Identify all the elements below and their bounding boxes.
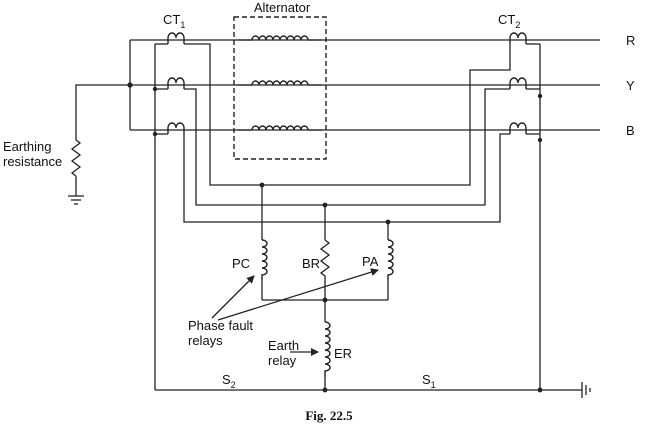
pa-relay-coil (387, 239, 394, 280)
ct2-r-icon (509, 32, 527, 44)
phase-fault-arrow-pa (217, 268, 379, 321)
earth-icon-left (68, 195, 84, 205)
ct1-r-icon (167, 32, 185, 44)
br-label: BR (302, 256, 320, 271)
phase-fault-label-2: relays (188, 333, 223, 348)
alternator-box (233, 16, 327, 160)
earthing-label-1: Earthing (3, 139, 51, 154)
pc-relay-coil (261, 239, 268, 280)
ct1-y-icon (167, 77, 185, 89)
ct1-label: CT1 (163, 12, 185, 30)
s1-label: S1 (422, 372, 436, 390)
s2-label: S2 (222, 372, 236, 390)
br-resistor (319, 239, 331, 280)
earthing-resistor (70, 84, 130, 196)
er-label: ER (334, 346, 352, 361)
ct2-b-icon (509, 122, 527, 134)
relay-wiring (155, 182, 582, 393)
earth-relay-label-1: Earth (268, 338, 299, 353)
ct2-label: CT2 (498, 12, 520, 30)
pc-label: PC (232, 256, 250, 271)
phase-lines (129, 39, 600, 131)
pa-label: PA (362, 254, 379, 269)
earth-icon-right (581, 382, 591, 398)
phase-fault-label-1: Phase fault (188, 318, 253, 333)
phase-label-y: Y (626, 78, 635, 93)
phase-fault-arrow-pc (211, 275, 255, 319)
phase-label-r: R (626, 33, 635, 48)
ct2-secondary-wiring (526, 43, 543, 390)
ct1-secondary-wiring (152, 43, 511, 390)
er-relay-coil (324, 321, 331, 378)
ct1-b-icon (167, 122, 185, 134)
earthing-label-2: resistance (3, 154, 62, 169)
alternator-label: Alternator (254, 0, 311, 15)
ct2-y-icon (509, 77, 527, 89)
phase-label-b: B (626, 123, 635, 138)
earth-relay-label-2: relay (268, 353, 297, 368)
figure-caption: Fig. 22.5 (305, 408, 353, 423)
